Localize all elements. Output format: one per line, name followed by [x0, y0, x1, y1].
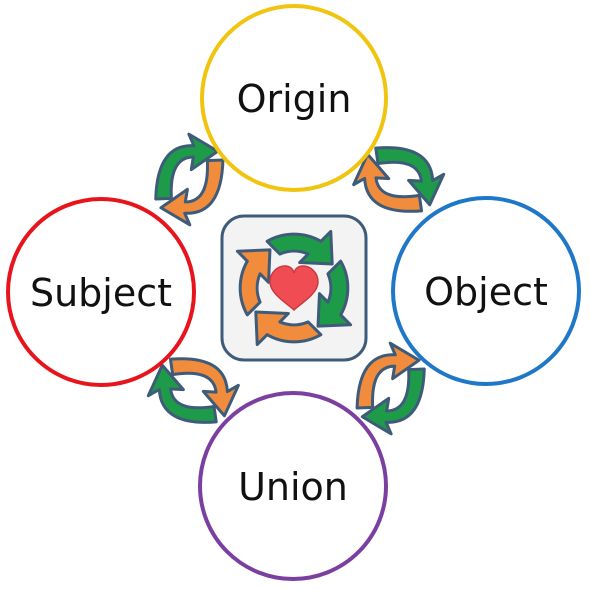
node-union: Union: [198, 391, 388, 581]
node-origin: Origin: [200, 4, 388, 192]
node-subject-label: Subject: [30, 271, 172, 315]
node-object: Object: [391, 196, 581, 386]
node-origin-label: Origin: [237, 77, 352, 121]
heart-icon: [269, 265, 319, 312]
node-subject: Subject: [6, 197, 196, 387]
node-object-label: Object: [424, 270, 548, 314]
node-origin-circle: [200, 4, 388, 192]
node-union-circle: [198, 391, 388, 581]
node-union-label: Union: [238, 465, 348, 509]
node-object-circle: [391, 196, 581, 386]
node-subject-circle: [6, 197, 196, 387]
center-cycle-icon: [209, 203, 379, 373]
